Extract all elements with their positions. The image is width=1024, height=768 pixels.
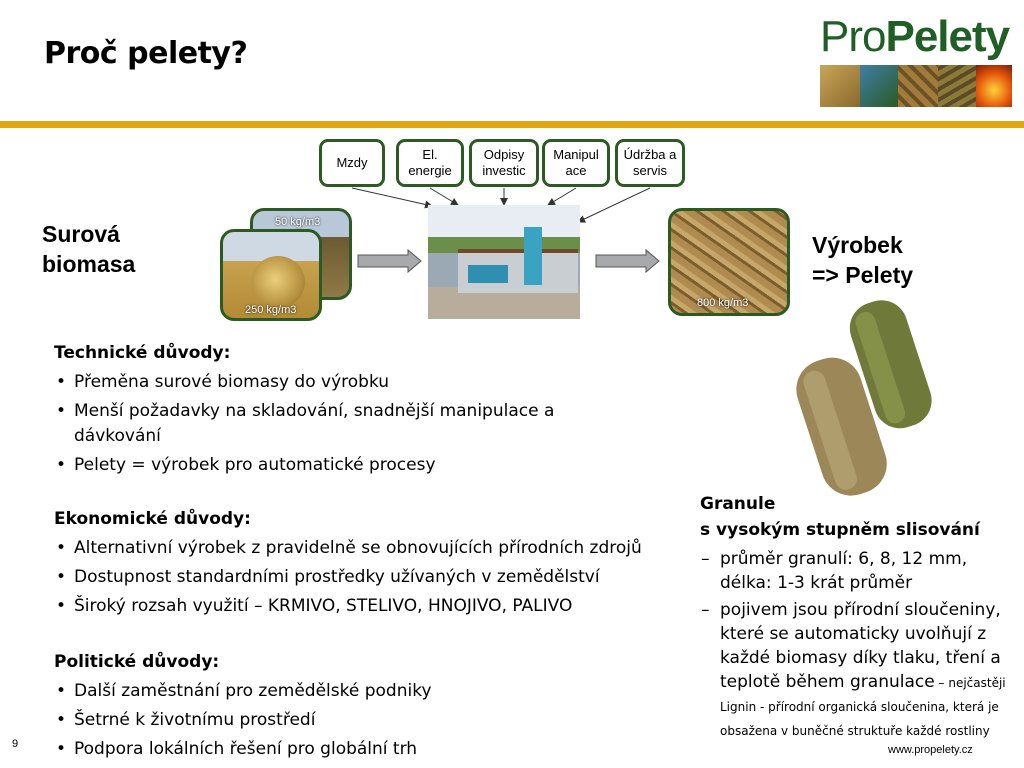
cost-box-mzdy: Mzdy	[319, 139, 385, 187]
section-heading: Politické důvody:	[54, 652, 220, 672]
density-label: 800 kg/m3	[697, 297, 749, 309]
website-link[interactable]: www.propelety.cz	[888, 744, 973, 756]
list-item: průměr granulí: 6, 8, 12 mm, délka: 1-3 …	[700, 547, 990, 595]
granule-binder-text: pojivem jsou přírodní sloučeniny, které …	[720, 600, 1001, 692]
process-arrows	[351, 187, 660, 274]
granule-list: průměr granulí: 6, 8, 12 mm, délka: 1-3 …	[700, 547, 1022, 742]
photo-hay-bale: 250 kg/m3	[220, 229, 322, 321]
logo-photo-machine	[860, 65, 898, 107]
raw-biomass-label: Surová biomasa	[42, 219, 135, 279]
cost-label: Odpisy investic	[482, 147, 526, 178]
label-line: biomasa	[42, 251, 136, 277]
technical-reasons-section: Technické důvody: Přeměna surové biomasy…	[54, 339, 674, 480]
hay-bale-shape	[251, 256, 305, 308]
political-reasons-list: Další zaměstnání pro zemědělské podniky …	[54, 677, 674, 764]
density-label: 250 kg/m3	[245, 304, 297, 316]
propelety-logo: ProPelety	[820, 12, 1010, 62]
granule-heading-line2: s vysokým stupněm slisování	[700, 520, 980, 540]
arrow-energie	[429, 187, 459, 206]
accent-band	[0, 121, 1024, 128]
economic-reasons-section: Ekonomické důvody: Alternativní výrobek …	[54, 505, 694, 621]
list-item: Alternativní výrobek z pravidelně se obn…	[54, 534, 694, 563]
label-line: Surová	[42, 221, 120, 247]
cost-label: Údržba a servis	[623, 147, 677, 178]
logo-photo-fire	[976, 65, 1012, 107]
granule-lignin-note: Lignin - přírodní organická sloučenina, …	[720, 700, 999, 738]
list-item: Další zaměstnání pro zemědělské podniky	[54, 677, 674, 706]
section-heading: Ekonomické důvody:	[54, 509, 251, 529]
cost-box-udrzba: Údržba a servis	[615, 139, 685, 187]
economic-reasons-list: Alternativní výrobek z pravidelně se obn…	[54, 534, 694, 621]
arrow-to-plant	[357, 248, 422, 274]
plant-silo	[524, 227, 542, 285]
logo-photo-bale	[820, 65, 860, 107]
logo-photo-strip	[820, 65, 1012, 107]
page-number: 9	[12, 738, 19, 750]
cost-box-energie: El. energie	[396, 139, 464, 187]
section-heading: Technické důvody:	[54, 343, 231, 363]
logo-photo-chips	[938, 65, 976, 107]
list-item: Šetrné k životnímu prostředí	[54, 706, 674, 735]
arrow-udrzba	[577, 187, 651, 223]
list-item: Pelety = výrobek pro automatické procesy	[54, 451, 674, 480]
density-label: 50 kg/m3	[275, 216, 321, 228]
logo-part-pro: Pro	[820, 12, 886, 61]
pellet-closeup-illustration	[796, 300, 932, 496]
arrow-manipulace	[547, 187, 577, 206]
label-line: Výrobek	[812, 232, 903, 258]
list-item: pojivem jsou přírodní sloučeniny, které …	[700, 598, 1022, 742]
arrow-mzdy	[351, 187, 433, 209]
cost-label: Manipul ace	[553, 147, 599, 178]
list-item: Dostupnost standardními prostředky užíva…	[54, 563, 694, 592]
arrow-to-pellets	[595, 248, 660, 274]
product-label: Výrobek => Pelety	[812, 230, 913, 290]
plant-machine	[468, 265, 508, 283]
list-item: Široký rozsah využití – KRMIVO, STELIVO,…	[54, 592, 694, 621]
political-reasons-section: Politické důvody: Další zaměstnání pro z…	[54, 648, 674, 764]
list-item: Podpora lokálních řešení pro globální tr…	[54, 735, 674, 764]
cost-box-odpisy: Odpisy investic	[469, 139, 539, 187]
label-line: => Pelety	[812, 262, 914, 288]
logo-part-pelety: Pelety	[885, 12, 1010, 61]
technical-reasons-list: Přeměna surové biomasy do výrobku Menší …	[54, 368, 674, 480]
cost-box-manipulace: Manipul ace	[542, 139, 610, 187]
photo-pellet-plant	[428, 205, 580, 319]
photo-pellets: 800 kg/m3	[668, 208, 790, 316]
list-item: Přeměna surové biomasy do výrobku	[54, 368, 674, 397]
cost-label: Mzdy	[336, 155, 368, 170]
granule-heading-line1: Granule	[700, 494, 776, 514]
cost-label: El. energie	[408, 147, 452, 178]
logo-photo-pellets	[898, 65, 938, 107]
list-item: Menší požadavky na skladování, snadnější…	[54, 399, 594, 449]
slide-title: Proč pelety?	[44, 36, 248, 71]
granule-binder-lead: – nejčastěji	[934, 676, 1006, 690]
granule-description: Granule s vysokým stupněm slisování prům…	[700, 491, 1022, 745]
